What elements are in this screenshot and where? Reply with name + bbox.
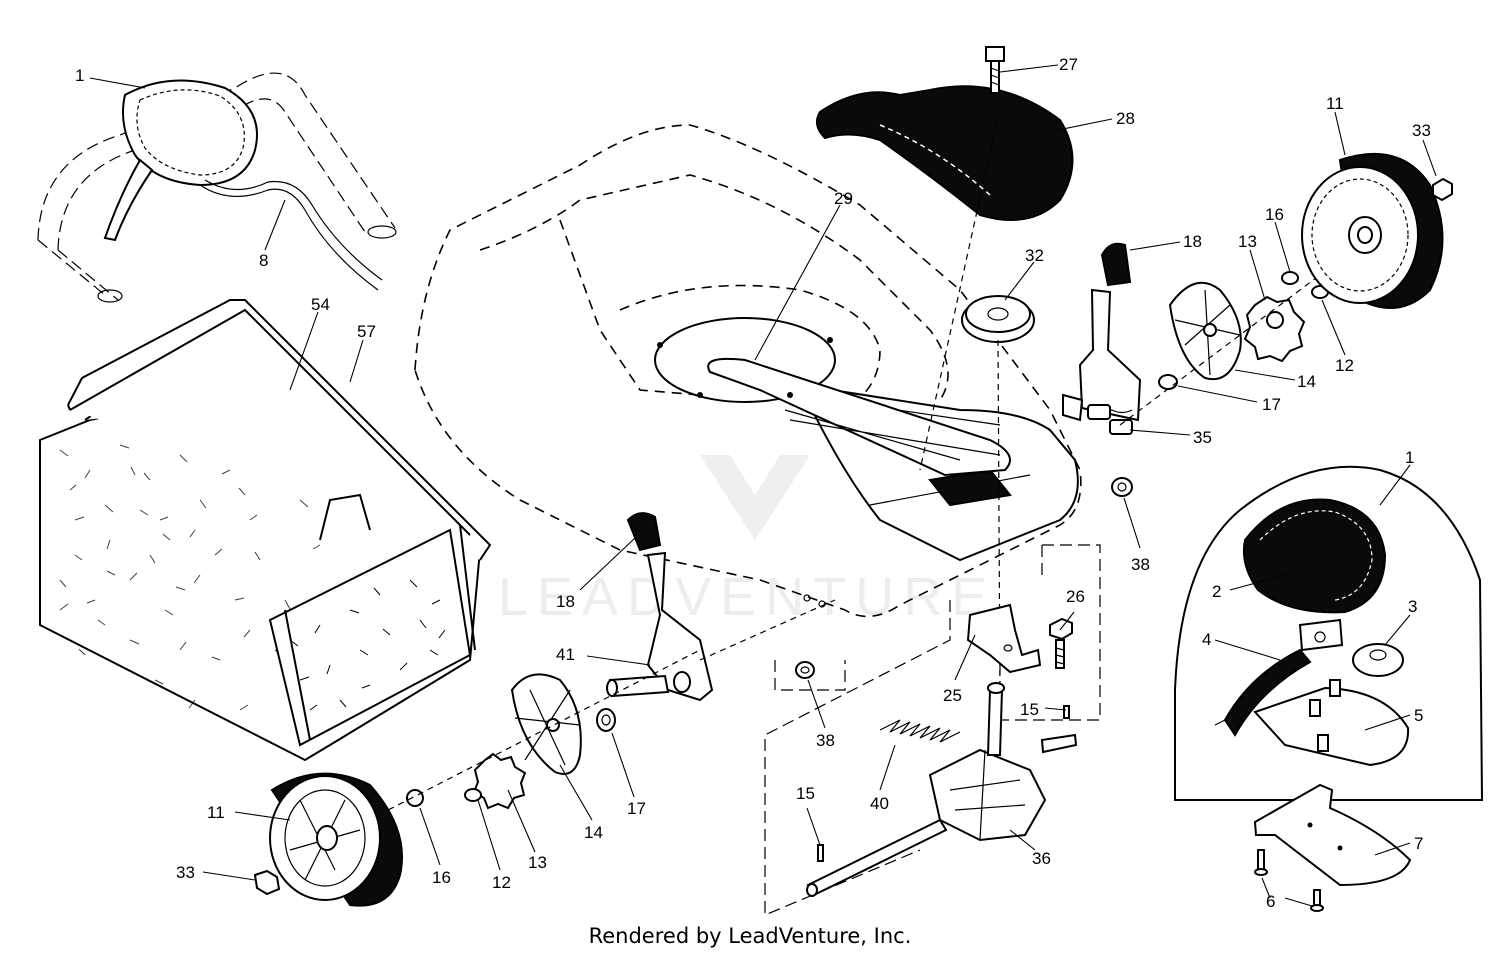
callout-17-left: 17 xyxy=(627,799,646,818)
drive-belt xyxy=(654,317,1011,477)
belt-cover xyxy=(815,85,1074,471)
wheel-left-assembly xyxy=(319,649,701,846)
callout-18-right: 18 xyxy=(1183,232,1202,251)
leader-lines xyxy=(89,64,1437,907)
callout-35: 35 xyxy=(1193,428,1212,447)
callout-15-lower: 15 xyxy=(796,784,815,803)
callout-18-left: 18 xyxy=(556,592,575,611)
callout-11-left: 11 xyxy=(207,803,225,822)
callout-16-right: 16 xyxy=(1265,205,1284,224)
pulley xyxy=(961,295,1035,701)
callout-33-left: 33 xyxy=(176,863,195,882)
callout-8: 8 xyxy=(259,251,268,270)
callout-15-upper: 15 xyxy=(1020,700,1039,719)
callout-32: 32 xyxy=(1025,246,1044,265)
callout-41: 41 xyxy=(556,645,575,664)
nut-38-lower xyxy=(795,661,815,679)
callout-25: 25 xyxy=(943,686,962,705)
watermark: LEADVENTURE xyxy=(498,455,996,627)
callout-33-right: 33 xyxy=(1412,121,1431,140)
height-adjuster-right xyxy=(1062,242,1142,435)
callout-38-lower: 38 xyxy=(816,731,835,750)
wheel-left xyxy=(253,772,403,907)
callout-6: 6 xyxy=(1266,892,1275,911)
callout-7: 7 xyxy=(1414,834,1423,853)
callout-12-left: 12 xyxy=(492,873,511,892)
callout-14-left: 14 xyxy=(584,823,603,842)
callout-13-right: 13 xyxy=(1238,232,1257,251)
nut-38-upper xyxy=(1111,477,1133,497)
bolt xyxy=(985,46,1005,94)
watermark-text: LEADVENTURE xyxy=(498,567,996,627)
mulch-plate xyxy=(1253,783,1412,912)
footer-credit: Rendered by LeadVenture, Inc. xyxy=(588,924,912,948)
callout-1-handle: 1 xyxy=(75,66,84,85)
callout-57: 57 xyxy=(357,322,376,341)
callout-14-right: 14 xyxy=(1297,372,1316,391)
callout-29: 29 xyxy=(834,189,853,208)
wheel-right xyxy=(1301,152,1453,309)
callout-5: 5 xyxy=(1414,706,1423,725)
height-adjuster-left xyxy=(606,512,836,702)
callout-11-right: 11 xyxy=(1326,94,1344,113)
handle-assembly xyxy=(37,72,397,303)
callout-17-right: 17 xyxy=(1262,395,1281,414)
handle-grip xyxy=(103,79,383,291)
callout-40: 40 xyxy=(870,794,889,813)
callout-2: 2 xyxy=(1212,582,1221,601)
transmission-bracket xyxy=(966,603,1042,674)
callout-12-right: 12 xyxy=(1335,356,1354,375)
callout-28: 28 xyxy=(1116,109,1135,128)
transmission xyxy=(806,682,1078,897)
screw-26 xyxy=(1049,617,1073,669)
callout-labels: 1 8 54 57 27 28 29 32 18 11 33 16 13 12 … xyxy=(75,55,1431,911)
detail-inset xyxy=(1174,465,1484,801)
callout-4: 4 xyxy=(1202,630,1211,649)
callout-54: 54 xyxy=(311,295,330,314)
callout-26: 26 xyxy=(1066,587,1085,606)
callout-3: 3 xyxy=(1408,597,1417,616)
mower-deck xyxy=(414,124,1082,618)
callout-36: 36 xyxy=(1032,849,1051,868)
grass-bag-frame xyxy=(67,299,492,747)
callout-13-left: 13 xyxy=(528,853,547,872)
callout-1-inset: 1 xyxy=(1405,448,1414,467)
callout-16-left: 16 xyxy=(432,868,451,887)
callout-38-upper: 38 xyxy=(1131,555,1150,574)
wheel-right-assembly xyxy=(1119,199,1421,426)
spring xyxy=(879,719,961,743)
callout-27: 27 xyxy=(1059,55,1078,74)
